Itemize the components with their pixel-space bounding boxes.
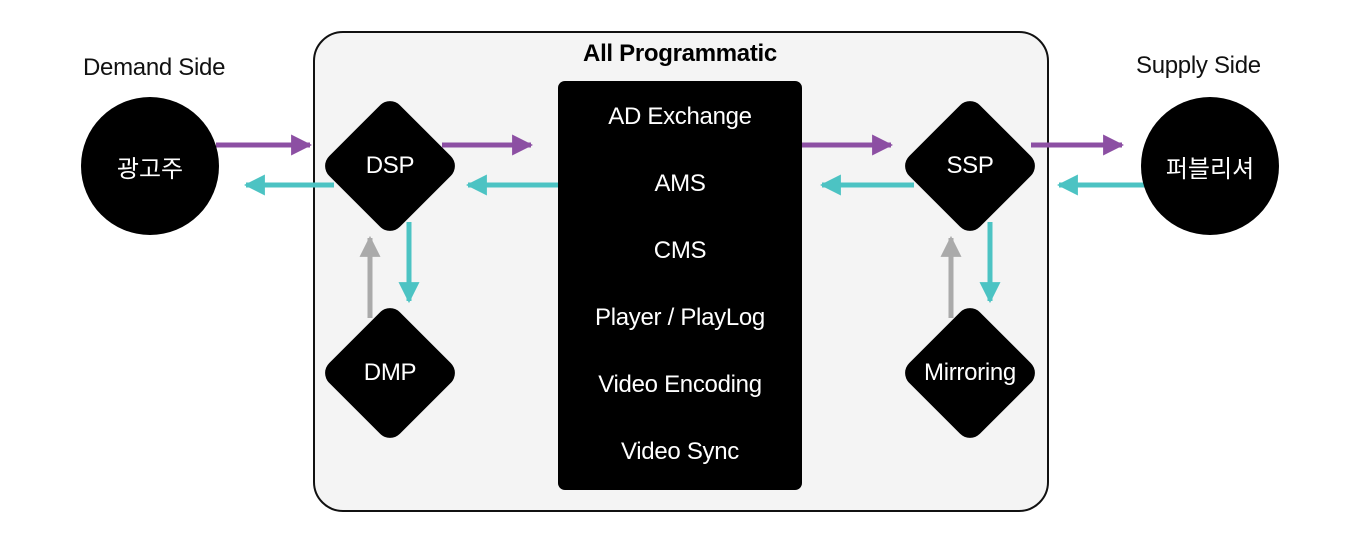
center-item-player-playlog: Player / PlayLog xyxy=(595,304,765,331)
center-item-ad-exchange: AD Exchange xyxy=(608,103,752,130)
publisher-label: 퍼블리셔 xyxy=(1165,155,1255,183)
dmp-node: DMP xyxy=(319,302,461,444)
demand-side-label: Demand Side xyxy=(83,54,226,81)
ssp-label: SSP xyxy=(946,152,994,179)
mirroring-label: Mirroring xyxy=(924,359,1016,386)
advertiser-node: 광고주 xyxy=(81,97,219,235)
all-programmatic-title: All Programmatic xyxy=(583,40,777,67)
dsp-node: DSP xyxy=(319,95,461,237)
ssp-node: SSP xyxy=(899,95,1041,237)
dmp-label: DMP xyxy=(363,359,417,386)
advertiser-label: 광고주 xyxy=(116,155,184,183)
center-item-cms: CMS xyxy=(653,237,707,264)
center-item-ams: AMS xyxy=(654,170,706,197)
ad-exchange-platform-box: AD Exchange AMS CMS Player / PlayLog Vid… xyxy=(558,81,802,490)
dsp-label: DSP xyxy=(365,152,415,179)
supply-side-label: Supply Side xyxy=(1136,52,1261,79)
center-item-video-sync: Video Sync xyxy=(621,438,739,465)
center-item-video-encoding: Video Encoding xyxy=(598,371,762,398)
mirroring-node: Mirroring xyxy=(899,302,1041,444)
publisher-node: 퍼블리셔 xyxy=(1141,97,1279,235)
